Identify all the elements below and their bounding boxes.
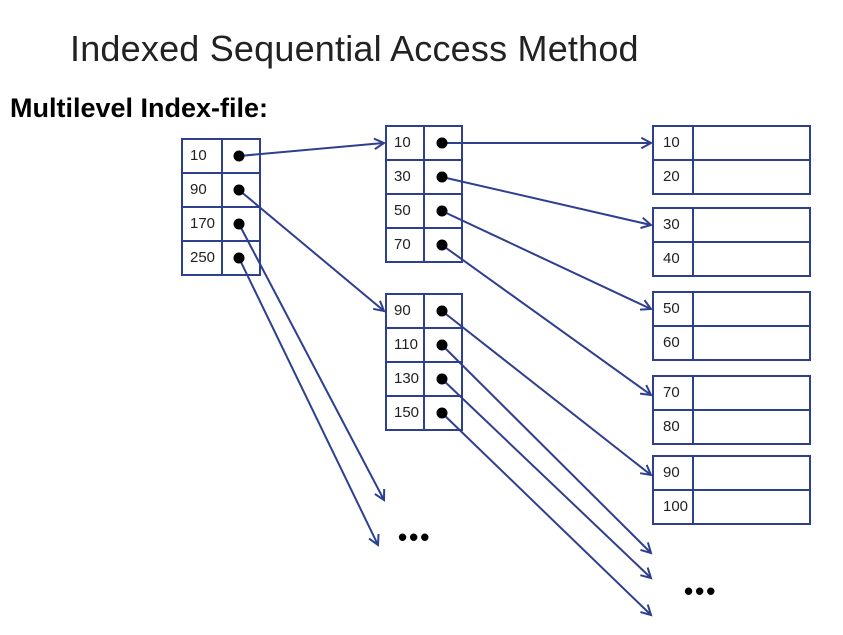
slide-title: Indexed Sequential Access Method [70,28,639,69]
data-record-key: 50 [663,300,680,317]
pointer-arrow-line [441,310,652,476]
data-record-key: 20 [663,168,680,185]
second-index-key: 30 [394,168,411,185]
pointer-dot [436,171,448,183]
top-index-key: 250 [190,249,215,266]
second-index-key: 130 [394,370,419,387]
arrow-head [373,300,386,313]
pointer-dot [436,205,448,217]
pointer-arrow-line [441,378,652,579]
data-record-key: 30 [663,216,680,233]
pointer-arrow-line [238,142,385,157]
pointer-dot [233,218,245,230]
top-index-key: 90 [190,181,207,198]
pointer-dot [436,305,448,317]
data-record-key: 100 [663,498,688,515]
second-index-key: 70 [394,236,411,253]
ellipsis: ••• [398,522,431,552]
pointer-dot [436,137,448,149]
top-index-key: 170 [190,215,215,232]
data-record-key: 40 [663,250,680,267]
arrow-head [639,299,653,311]
arrow-head [373,137,387,150]
slide-subtitle: Multilevel Index-file: [10,93,269,123]
arrow-head [640,604,653,617]
data-record-key: 10 [663,134,680,151]
ellipsis: ••• [684,576,717,606]
data-record-key: 80 [663,418,680,435]
pointer-arrow-line [441,344,652,554]
second-index-key: 150 [394,404,419,421]
arrow-head [640,542,653,555]
pointer-arrow-line [238,257,379,546]
pointer-dot [233,184,245,196]
second-index-key: 110 [394,336,418,353]
pointer-dot [436,339,448,351]
pointer-dot [436,373,448,385]
pointer-arrow-line [441,412,652,616]
arrow-head [368,533,380,547]
pointer-dot [233,252,245,264]
pointer-arrow-line [441,176,652,226]
arrow-head [374,488,386,502]
pointer-arrow-line [441,244,652,396]
second-index-key: 10 [394,134,411,151]
pointer-dot [233,150,245,162]
pointer-dot [436,407,448,419]
data-record-key: 70 [663,384,680,401]
pointer-dot [436,239,448,251]
pointer-arrow-line [441,210,652,310]
arrow-head [640,567,653,580]
pointer-arrow-line [238,223,385,501]
second-index-key: 50 [394,202,411,219]
second-index-key: 90 [394,302,411,319]
arrow-head [640,216,654,229]
arrow-head [639,464,653,477]
arrow-head [640,136,654,150]
data-record-key: 60 [663,334,680,351]
top-index-key: 10 [190,147,207,164]
data-record-key: 90 [663,464,680,481]
pointer-arrow-line [238,189,385,312]
arrow-head [639,384,653,397]
